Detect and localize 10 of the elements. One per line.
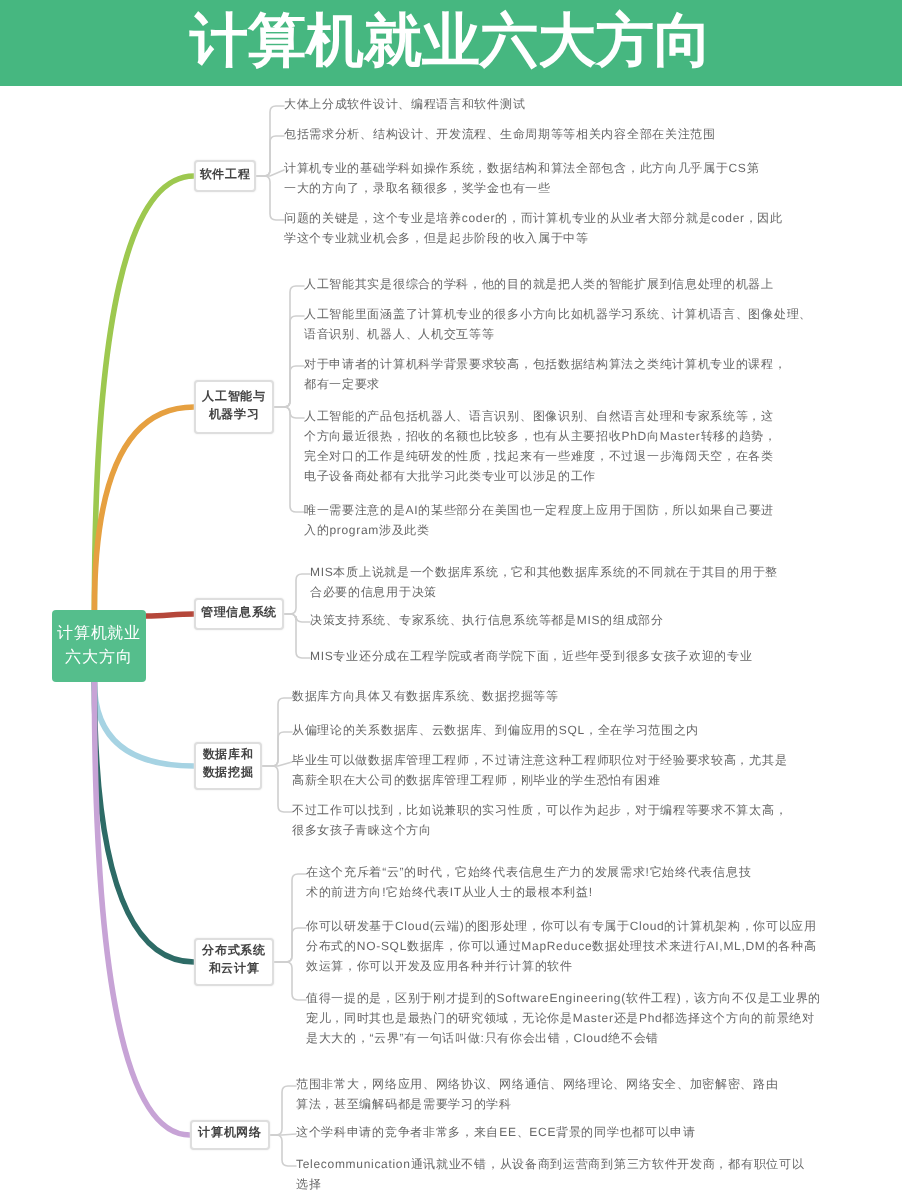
bracket-line — [273, 406, 305, 513]
bracket-line — [261, 765, 293, 813]
connector-line — [143, 611, 197, 619]
bracket-line — [283, 613, 311, 659]
title-banner: 计算机就业六大方向 — [0, 0, 902, 86]
bracket-line — [255, 175, 285, 221]
topic-box: 计算机就业六大方向 — [52, 610, 146, 682]
connector-line — [91, 404, 197, 613]
connector-line — [91, 679, 193, 1138]
bracket-line — [273, 961, 307, 1001]
